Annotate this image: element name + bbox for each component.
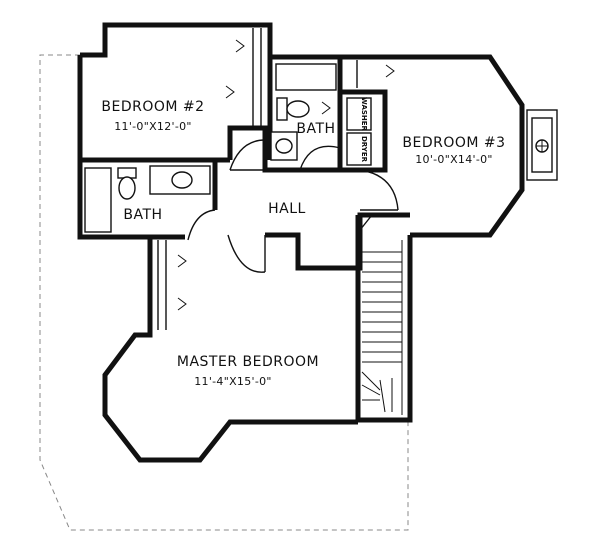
dryer-label: DRYER [360,136,368,163]
laundry-closet: WASHER DRYER [340,89,388,173]
bath-upper [262,54,343,173]
bath-left [77,160,218,240]
door-swing-bedroom2 [229,139,266,171]
bath-upper-name: BATH [296,121,335,137]
bedroom-2-dims: 11'-0"X12'-0" [114,120,192,133]
bedroom-2-name: BEDROOM #2 [101,99,204,115]
door-swing-bedroom3 [359,169,399,211]
bathtub-upper [275,63,337,91]
bedroom-2 [77,22,273,163]
bathtub-left [84,167,112,233]
door-swing-master [227,234,266,273]
bedroom-3-dims: 10'-0"X14'-0" [415,153,493,166]
staircase [355,214,413,423]
master-bedroom-dims: 11'-4"X15'-0" [194,375,272,388]
bath-left-name: BATH [123,207,162,223]
hall [187,139,410,273]
bedroom-3-name: BEDROOM #3 [402,135,505,151]
toilet-left [118,176,136,200]
toilet-upper [286,100,310,118]
washer-label: WASHER [360,97,368,132]
sink-upper [275,138,293,154]
master-bedroom [102,234,358,463]
washer [346,97,372,131]
stair-treads [361,251,402,413]
master-bedroom-name: MASTER BEDROOM [177,354,319,370]
bedroom-3 [337,54,558,238]
toilet-tank-upper [276,97,288,121]
dryer [346,132,372,166]
hall-name: HALL [268,201,306,217]
roof-outline [39,54,409,531]
sink-left [171,171,193,189]
